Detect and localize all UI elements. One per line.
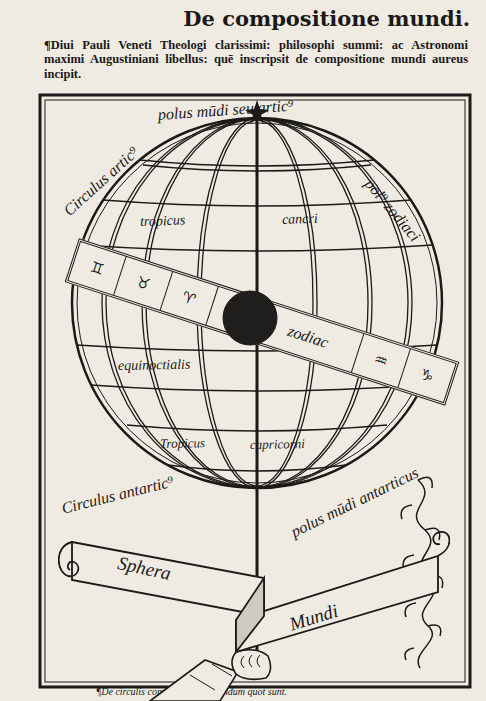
circle-label: capricorni [250, 437, 305, 452]
circle-label: Circulus artic⁹ [60, 143, 142, 219]
circle-label: Circulus antartic⁹ [60, 473, 176, 518]
page-heading: De compositione mundi. [170, 6, 470, 31]
banner-outline [58, 528, 450, 654]
hand [232, 650, 271, 680]
ribbon-fold [236, 556, 438, 652]
band-label: zodiac [251, 302, 363, 373]
zodiac-sign: ♑ [397, 349, 455, 402]
frame [40, 95, 470, 687]
circle-label: Tropicus [160, 436, 205, 451]
circle-label: cancri [282, 211, 318, 228]
ribbon-fold [72, 542, 264, 616]
banner-scroll: SpheraMundi [58, 528, 450, 654]
ribbon-curl [59, 542, 79, 576]
zodiac-sign: ♊ [68, 242, 125, 295]
hand-fingers [241, 655, 260, 668]
circle-label: equinoctialis [118, 357, 191, 374]
zodiac-sign: ♈ [159, 272, 217, 325]
circle-label: tropicus [140, 212, 186, 229]
pole-label: pol⁹ zodiaci [361, 175, 423, 245]
footer-text: ¶De circulis componentibus mundum quot s… [96, 686, 287, 697]
zodiac-sign: ♉ [113, 257, 171, 310]
zodiac-band: ♊♉♈♓zodiac♒♑ [65, 238, 460, 405]
zodiac-sign: ♓ [205, 287, 263, 340]
zodiac-sign: ♒ [351, 334, 409, 387]
leaf-curl [418, 477, 443, 636]
ribbon-twist [236, 578, 264, 652]
ribbon-curl [433, 532, 449, 556]
heading-paragraph: ¶Diui Pauli Veneti Theologi clarissimi: … [44, 38, 468, 81]
frame-inner [45, 100, 465, 682]
